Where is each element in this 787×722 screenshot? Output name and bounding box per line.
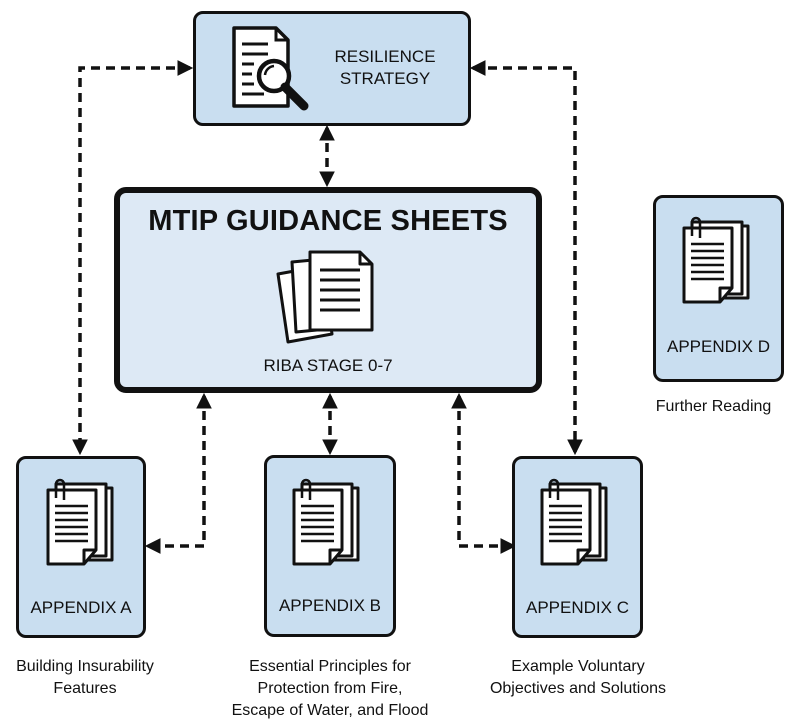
clipped-document-icon: [292, 478, 360, 566]
appendix-d-caption-line-1: Further Reading: [655, 398, 772, 415]
document-magnifier-icon: [232, 26, 309, 111]
appendix-a-label: APPENDIX A: [30, 598, 132, 617]
appendix-b-caption-line-3: Escape of Water, and Flood: [231, 702, 429, 719]
resilience-line-1: RESILIENCE: [334, 47, 436, 66]
appendix-d-label: APPENDIX D: [667, 337, 770, 356]
appendix-a-caption-line-1: Building Insurability: [16, 658, 154, 675]
connector-resilience-appendix-c: [469, 60, 583, 456]
appendix-d-caption: Further Reading: [640, 396, 787, 418]
connector-guidance-appendix-a: [144, 392, 212, 554]
appendix-c-caption: Example Voluntary Objectives and Solutio…: [462, 656, 694, 700]
appendix-b-caption-line-1: Essential Principles for: [249, 658, 411, 675]
appendix-a-caption-line-2: Features: [53, 680, 117, 697]
guidance-title: MTIP GUIDANCE SHEETS: [148, 205, 508, 237]
appendix-c-caption-line-1: Example Voluntary: [511, 658, 645, 675]
appendix-b-label: APPENDIX B: [278, 596, 382, 615]
connector-guidance-appendix-c: [451, 392, 517, 554]
document-stack-icon: [276, 250, 374, 344]
appendix-b-caption: Essential Principles for Protection from…: [215, 656, 445, 722]
clipped-document-icon: [46, 478, 114, 566]
connector-resilience-appendix-a: [72, 60, 194, 456]
clipped-document-icon: [540, 478, 608, 566]
appendix-c-caption-line-2: Objectives and Solutions: [489, 680, 667, 697]
appendix-c-label: APPENDIX C: [526, 598, 629, 617]
resilience-line-2: STRATEGY: [339, 69, 431, 88]
guidance-stage-label: RIBA STAGE 0-7: [263, 356, 393, 375]
resilience-strategy-label: RESILIENCE STRATEGY: [320, 46, 450, 90]
clipped-document-icon: [682, 216, 750, 304]
appendix-b-caption-line-2: Protection from Fire,: [257, 680, 403, 697]
appendix-a-caption: Building Insurability Features: [0, 656, 170, 700]
